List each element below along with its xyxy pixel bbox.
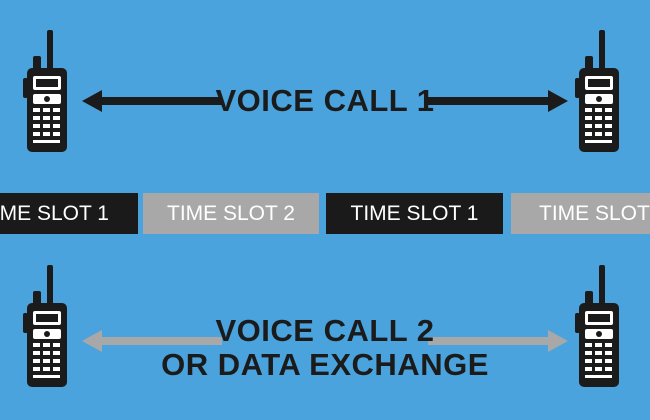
data-exchange-text: OR DATA EXCHANGE [161,347,489,382]
radio-icon-bottom-left [23,265,67,387]
time-slot-label: TIME SLOT 2 [167,201,295,225]
time-slot-label: TIME SLOT 2 [539,201,650,225]
radio-icon-top-left [23,30,67,152]
call2-double-arrow-icon [82,330,568,352]
call1-double-arrow-icon [82,90,568,112]
voice-call-2-text: VOICE CALL 2 [215,313,435,348]
time-slot-1a: TIME SLOT 1 [0,193,138,234]
radio-icon-top-right [575,30,619,152]
time-slot-2b: TIME SLOT 2 [511,193,650,234]
voice-call-2-label: VOICE CALL 2 OR DATA EXCHANGE [0,314,650,382]
voice-call-1-label: VOICE CALL 1 [0,85,650,116]
time-slot-2a: TIME SLOT 2 [143,193,319,234]
voice-call-1-text: VOICE CALL 1 [215,83,435,118]
time-slot-label: TIME SLOT 1 [0,201,109,225]
time-slot-1b: TIME SLOT 1 [326,193,503,234]
radio-icon-bottom-right [575,265,619,387]
time-slot-label: TIME SLOT 1 [350,201,479,225]
